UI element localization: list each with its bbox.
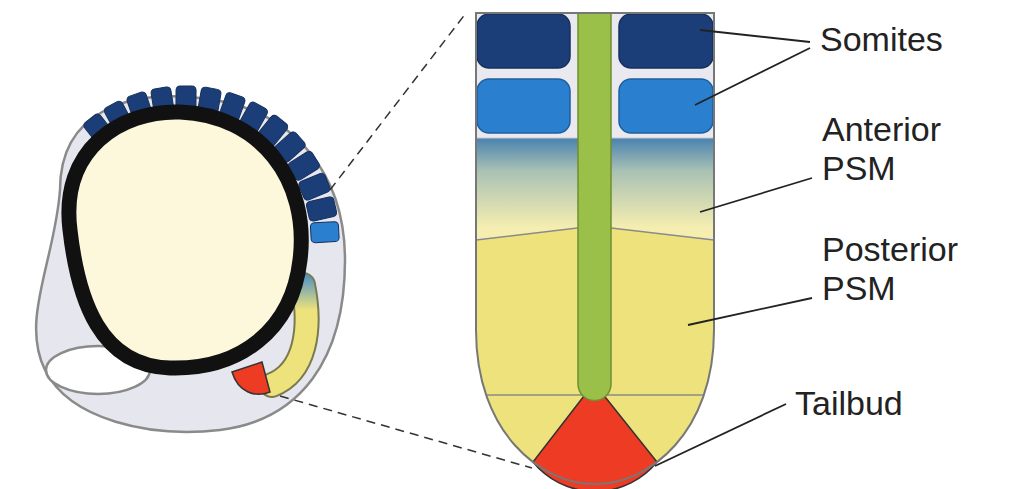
tailbud-region [232,362,270,394]
somite [298,172,332,201]
somite [619,14,713,68]
zoom-line [330,13,466,190]
yolk [69,112,301,368]
leader-line [655,404,786,466]
somite [619,79,713,133]
leader-line [700,30,810,42]
part-label: Posterior PSM [822,230,992,308]
notochord [578,13,611,401]
embryo-outline [36,96,345,431]
part-label: Tailbud [795,384,903,423]
part-label: Somites [820,20,943,59]
somite [477,79,570,133]
leader-line [688,298,812,325]
somite [310,221,339,243]
somite [477,14,570,68]
leader-line [700,178,812,212]
embryo-drawing [36,86,345,432]
part-label: Anterior PSM [822,110,982,188]
psm-outline [476,13,714,484]
somite [306,196,338,222]
leader-line [695,48,810,105]
